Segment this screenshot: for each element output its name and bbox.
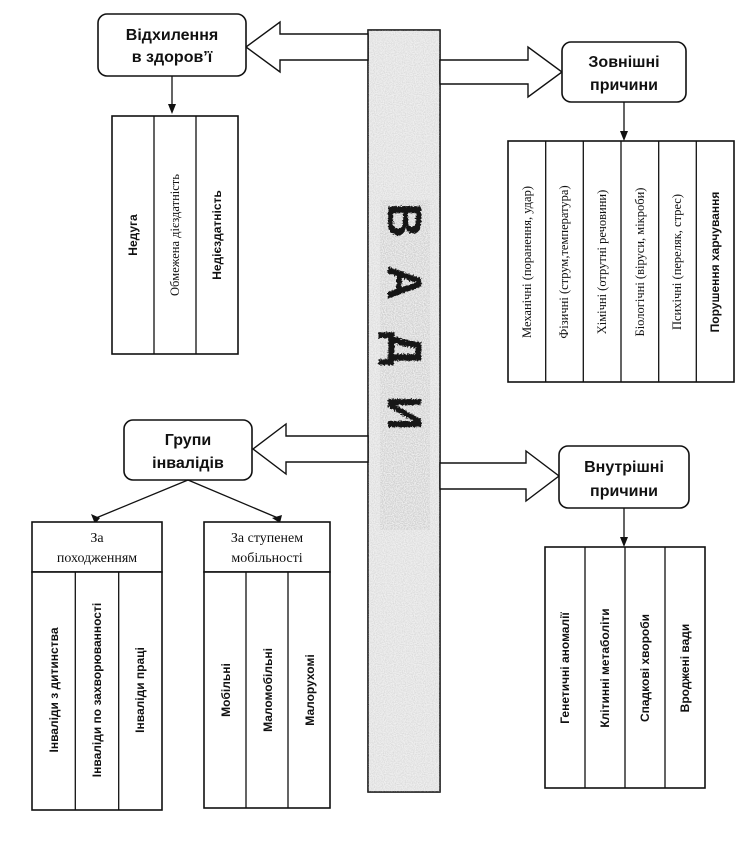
internal-box: Внутрішні причини: [558, 445, 690, 509]
external-title-line-2: причини: [590, 77, 658, 94]
by-mobility-item-2: Маломобільні: [261, 648, 275, 732]
deviation-items: Недуга Обмежена дієздатність Недієздатні…: [111, 115, 239, 355]
groups-title-line-2: інвалідів: [152, 455, 224, 472]
by-mobility-items: Мобільні Маломобільні Малорухомі: [203, 571, 331, 809]
external-item-6: Порушення харчування: [708, 192, 722, 333]
arrow-to-groups: [251, 422, 369, 476]
by-origin-header-line-1: За: [90, 531, 104, 546]
deviation-title-line-2: в здоров’ї: [132, 49, 213, 66]
by-mobility-header-line-1: За ступенем: [231, 531, 303, 546]
arrow-to-external: [439, 45, 564, 99]
external-item-1: Механічні (поранення, удар): [520, 186, 534, 338]
groups-box: Групи інвалідів: [123, 419, 253, 481]
by-mobility-item-3: Малорухомі: [303, 654, 317, 725]
center-bar: ВАДИ: [367, 29, 441, 793]
by-origin-items: Інваліди з дитинства Інваліди по захворю…: [31, 571, 163, 811]
by-origin-header: За походженням: [31, 521, 163, 573]
external-items: Механічні (поранення, удар) Фізичні (стр…: [507, 140, 735, 383]
by-mobility-header-line-2: мобільності: [231, 551, 302, 566]
by-mobility-item-1: Мобільні: [219, 663, 233, 717]
external-title-line-1: Зовнішні: [588, 54, 659, 71]
by-mobility-header: За ступенем мобільності: [203, 521, 331, 573]
by-origin-item-1: Інваліди з дитинства: [47, 627, 61, 752]
external-item-4: Біологічні (віруси, мікроби): [633, 188, 647, 337]
by-origin-item-3: Інваліди праці: [133, 647, 147, 733]
external-item-3: Хімічні (отрутні речовини): [595, 190, 609, 335]
deviation-item-3: Недієздатність: [210, 190, 224, 280]
internal-items: Генетичні аномалії Клітинні метаболіти С…: [544, 546, 706, 789]
deviation-item-1: Недуга: [126, 214, 140, 256]
deviation-title-line-1: Відхилення: [126, 27, 218, 44]
external-item-2: Фізичні (струм,температура): [557, 185, 571, 338]
internal-item-1: Генетичні аномалії: [558, 612, 572, 724]
deviation-box: Відхилення в здоров’ї: [97, 13, 247, 77]
external-box: Зовнішні причини: [561, 41, 687, 103]
groups-title-line-1: Групи: [165, 432, 211, 449]
internal-title-line-2: причини: [590, 483, 658, 500]
by-origin-item-2: Інваліди по захворюванності: [90, 603, 104, 777]
deviation-item-2: Обмежена дієздатність: [168, 174, 182, 296]
internal-item-3: Спадкові хвороби: [638, 614, 652, 722]
by-origin-header-line-2: походженням: [57, 551, 137, 566]
arrow-to-deviation: [244, 20, 369, 74]
internal-item-2: Клітинні метаболіти: [598, 608, 612, 727]
internal-title-line-1: Внутрішні: [584, 459, 664, 476]
external-item-5: Психічні (переляк, стрес): [670, 194, 684, 330]
center-word: ВАДИ: [377, 203, 430, 460]
arrow-to-internal: [439, 449, 561, 503]
internal-item-4: Вроджені вади: [678, 624, 692, 713]
